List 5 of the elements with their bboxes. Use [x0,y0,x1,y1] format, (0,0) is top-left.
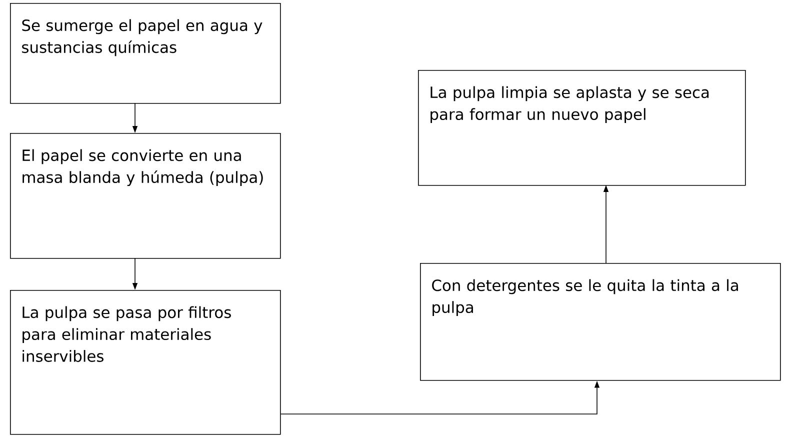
process-box: Se sumerge el papel en agua y sustancias químicas [10,3,281,104]
process-box: El papel se convierte en una masa blanda y húmeda (pulpa) [10,133,281,259]
process-box: La pulpa se pasa por filtros para eliminar materiales inservibles [10,290,281,435]
process-box: Con detergentes se le quita la tinta a la pulpa [420,263,781,381]
process-box: La pulpa limpia se aplasta y se seca para formar un nuevo papel [418,70,746,186]
